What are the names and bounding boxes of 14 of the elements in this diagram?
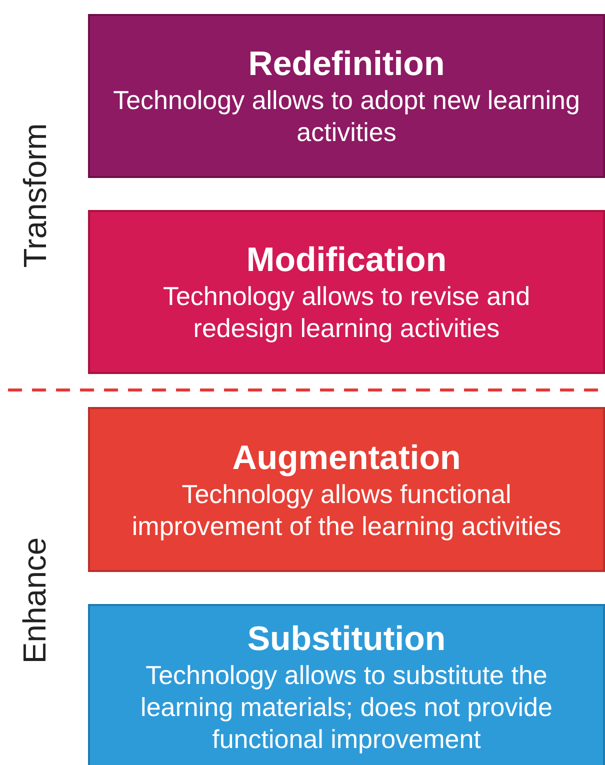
level-title: Redefinition: [248, 44, 445, 84]
level-description: Technology allows to revise and redesign learning activities: [162, 280, 532, 344]
level-title: Substitution: [247, 618, 446, 658]
level-title: Augmentation: [232, 438, 461, 478]
level-description: Technology allows to substitute the learning materials; does not provide functional improvement: [140, 658, 554, 754]
level-description: Technology allows to adopt new learning activities: [112, 84, 581, 148]
category-label: Enhance: [16, 536, 54, 664]
level-box: [88, 604, 605, 765]
level-box: [88, 210, 605, 374]
level-description: Technology allows functional improvement of the learning activities: [130, 478, 562, 542]
level-box: [88, 407, 605, 572]
level-box: [88, 14, 605, 178]
category-label: Transform: [16, 122, 54, 268]
level-title: Modification: [246, 240, 447, 280]
